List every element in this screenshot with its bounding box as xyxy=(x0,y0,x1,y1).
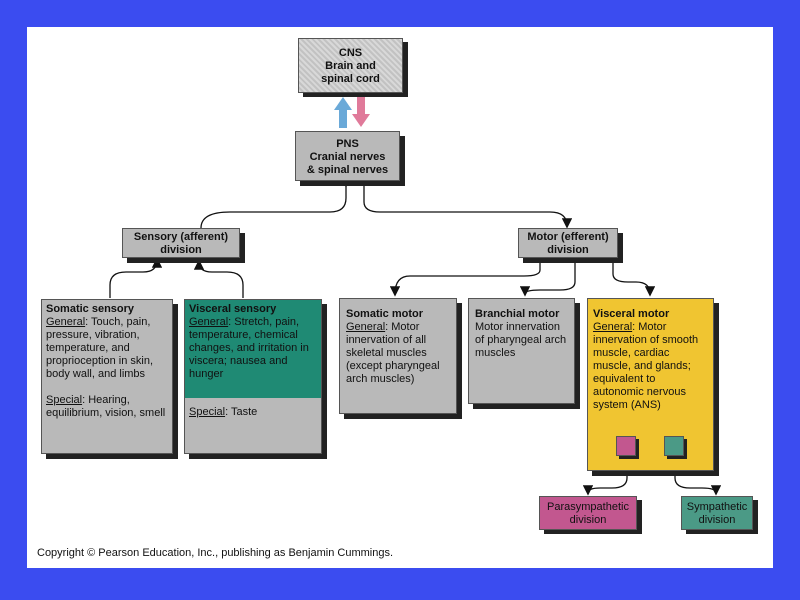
visceral-sensory-title: Visceral sensory xyxy=(189,303,277,315)
cns-box: CNS Brain and spinal cord xyxy=(298,38,403,93)
sensory-line2: division xyxy=(160,244,202,256)
pns-line1: Cranial nerves xyxy=(309,151,386,163)
pns-title: PNS xyxy=(336,138,359,150)
visceral-sensory-special-label: Special xyxy=(189,406,226,418)
parasympathetic-line1: Parasympathetic xyxy=(547,501,629,513)
copyright-text: Copyright © Pearson Education, Inc., pub… xyxy=(37,547,394,559)
parasympathetic-line2: division xyxy=(569,514,607,526)
motor-line1: Motor (efferent) xyxy=(527,231,609,243)
branchial-motor-box: Branchial motor Motor innervation of pha… xyxy=(468,298,575,404)
cns-title: CNS xyxy=(338,47,363,59)
sensory-line1: Sensory (afferent) xyxy=(133,231,229,243)
somatic-sensory-box: Somatic sensory General: Touch, pain, pr… xyxy=(41,299,173,454)
visceral-sensory-general-label: General xyxy=(189,316,229,328)
pns-line2: & spinal nerves xyxy=(306,164,389,176)
visceral-motor-general-label: General xyxy=(593,321,633,333)
somatic-sensory-title: Somatic sensory xyxy=(46,303,135,315)
somatic-sensory-general-text: : Touch, pain, pressure, vibration, temp… xyxy=(46,316,154,380)
sympathetic-division-box: Sympathetic division xyxy=(681,496,753,530)
parasympathetic-square xyxy=(616,436,636,456)
somatic-motor-general-text: : Motor innervation of all skeletal musc… xyxy=(346,321,440,385)
motor-line2: division xyxy=(547,244,589,256)
cns-line2: spinal cord xyxy=(321,73,380,85)
visceral-sensory-general-panel: Visceral sensory General: Stretch, pain,… xyxy=(185,300,321,398)
visceral-motor-general-text: : Motor innervation of smooth muscle, ca… xyxy=(593,321,699,411)
sensory-division-box: Sensory (afferent) division xyxy=(122,228,240,258)
somatic-motor-box: Somatic motor General: Motor innervation… xyxy=(339,298,457,414)
slide xyxy=(27,27,773,568)
pns-box: PNS Cranial nerves & spinal nerves xyxy=(295,131,400,181)
somatic-sensory-special-text: : Hearing, equilibrium, vision, smell xyxy=(46,394,166,419)
visceral-sensory-box: Visceral sensory General: Stretch, pain,… xyxy=(184,299,322,454)
cns-line1: Brain and xyxy=(325,60,376,72)
visceral-motor-box: Visceral motor General: Motor innervatio… xyxy=(587,298,714,471)
branchial-motor-text: Motor innervation of pharyngeal arch mus… xyxy=(475,321,567,359)
visceral-motor-title: Visceral motor xyxy=(593,308,670,320)
sympathetic-line1: Sympathetic xyxy=(686,501,748,513)
parasympathetic-division-box: Parasympathetic division xyxy=(539,496,637,530)
cns-pns-arrows xyxy=(334,96,370,128)
somatic-motor-general-label: General xyxy=(346,321,386,333)
visceral-sensory-special-text: : Taste xyxy=(225,406,258,418)
somatic-sensory-general-label: General xyxy=(46,316,86,328)
branchial-motor-title: Branchial motor xyxy=(475,308,560,320)
sympathetic-square xyxy=(664,436,684,456)
motor-division-box: Motor (efferent) division xyxy=(518,228,618,258)
visceral-sensory-general-text: : Stretch, pain, temperature, chemical c… xyxy=(189,316,309,380)
sympathetic-line2: division xyxy=(698,514,736,526)
somatic-sensory-special-label: Special xyxy=(46,394,83,406)
somatic-motor-title: Somatic motor xyxy=(346,308,424,320)
